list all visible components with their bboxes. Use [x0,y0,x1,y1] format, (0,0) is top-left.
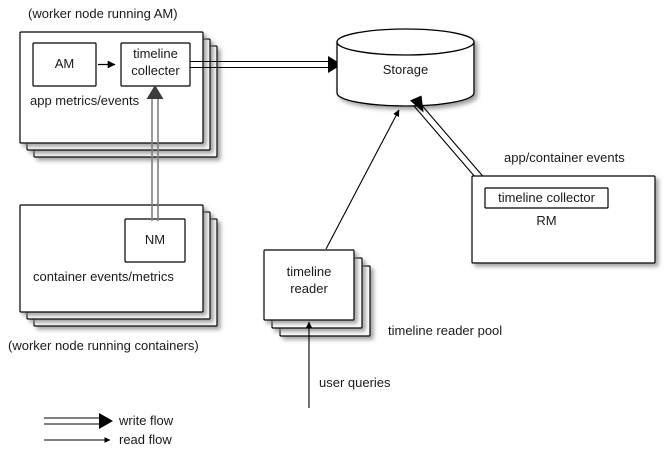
storage-cylinder [336,28,475,107]
rm-timeline-collector-box [484,187,609,209]
edge-nm-to-am-collector-write-flow [146,85,164,221]
am-node-caption: (worker node running AM) [28,6,178,21]
am-node-inner-label: app metrics/events [30,93,140,108]
am-timeline-collector-label-line2: collecter [131,63,180,78]
user-queries-label: user queries [319,375,391,390]
timeline-reader-pool-label: timeline reader pool [388,323,503,338]
rm-label: RM [536,213,557,228]
legend-write-flow-arrow [44,413,113,429]
rm-incoming-edge-label: app/container events [504,150,625,165]
am-timeline-collector-label-line1: timeline [133,46,178,61]
legend-write-flow-label: write flow [119,413,174,428]
nm-box [124,218,186,263]
timeline-reader-label-line2: reader [290,281,328,296]
timeline-reader-stack [263,249,371,337]
nm-box-label: NM [144,232,166,247]
nm-node-caption: (worker node running containers) [8,338,199,353]
nm-node-stack [19,204,218,327]
timeline-reader-label-line1: timeline [286,264,332,279]
nm-node-inner-label: container events/metrics [33,269,174,284]
legend-read-flow-label: read flow [119,432,172,447]
storage-label: Storage [382,62,429,77]
edge-reader-to-storage-read-flow [325,109,400,250]
am-box [32,42,97,87]
am-box-label: AM [54,56,75,71]
edge-am-collector-to-storage-write-flow [190,56,342,73]
rm-timeline-collector-label: timeline collector [498,190,595,205]
